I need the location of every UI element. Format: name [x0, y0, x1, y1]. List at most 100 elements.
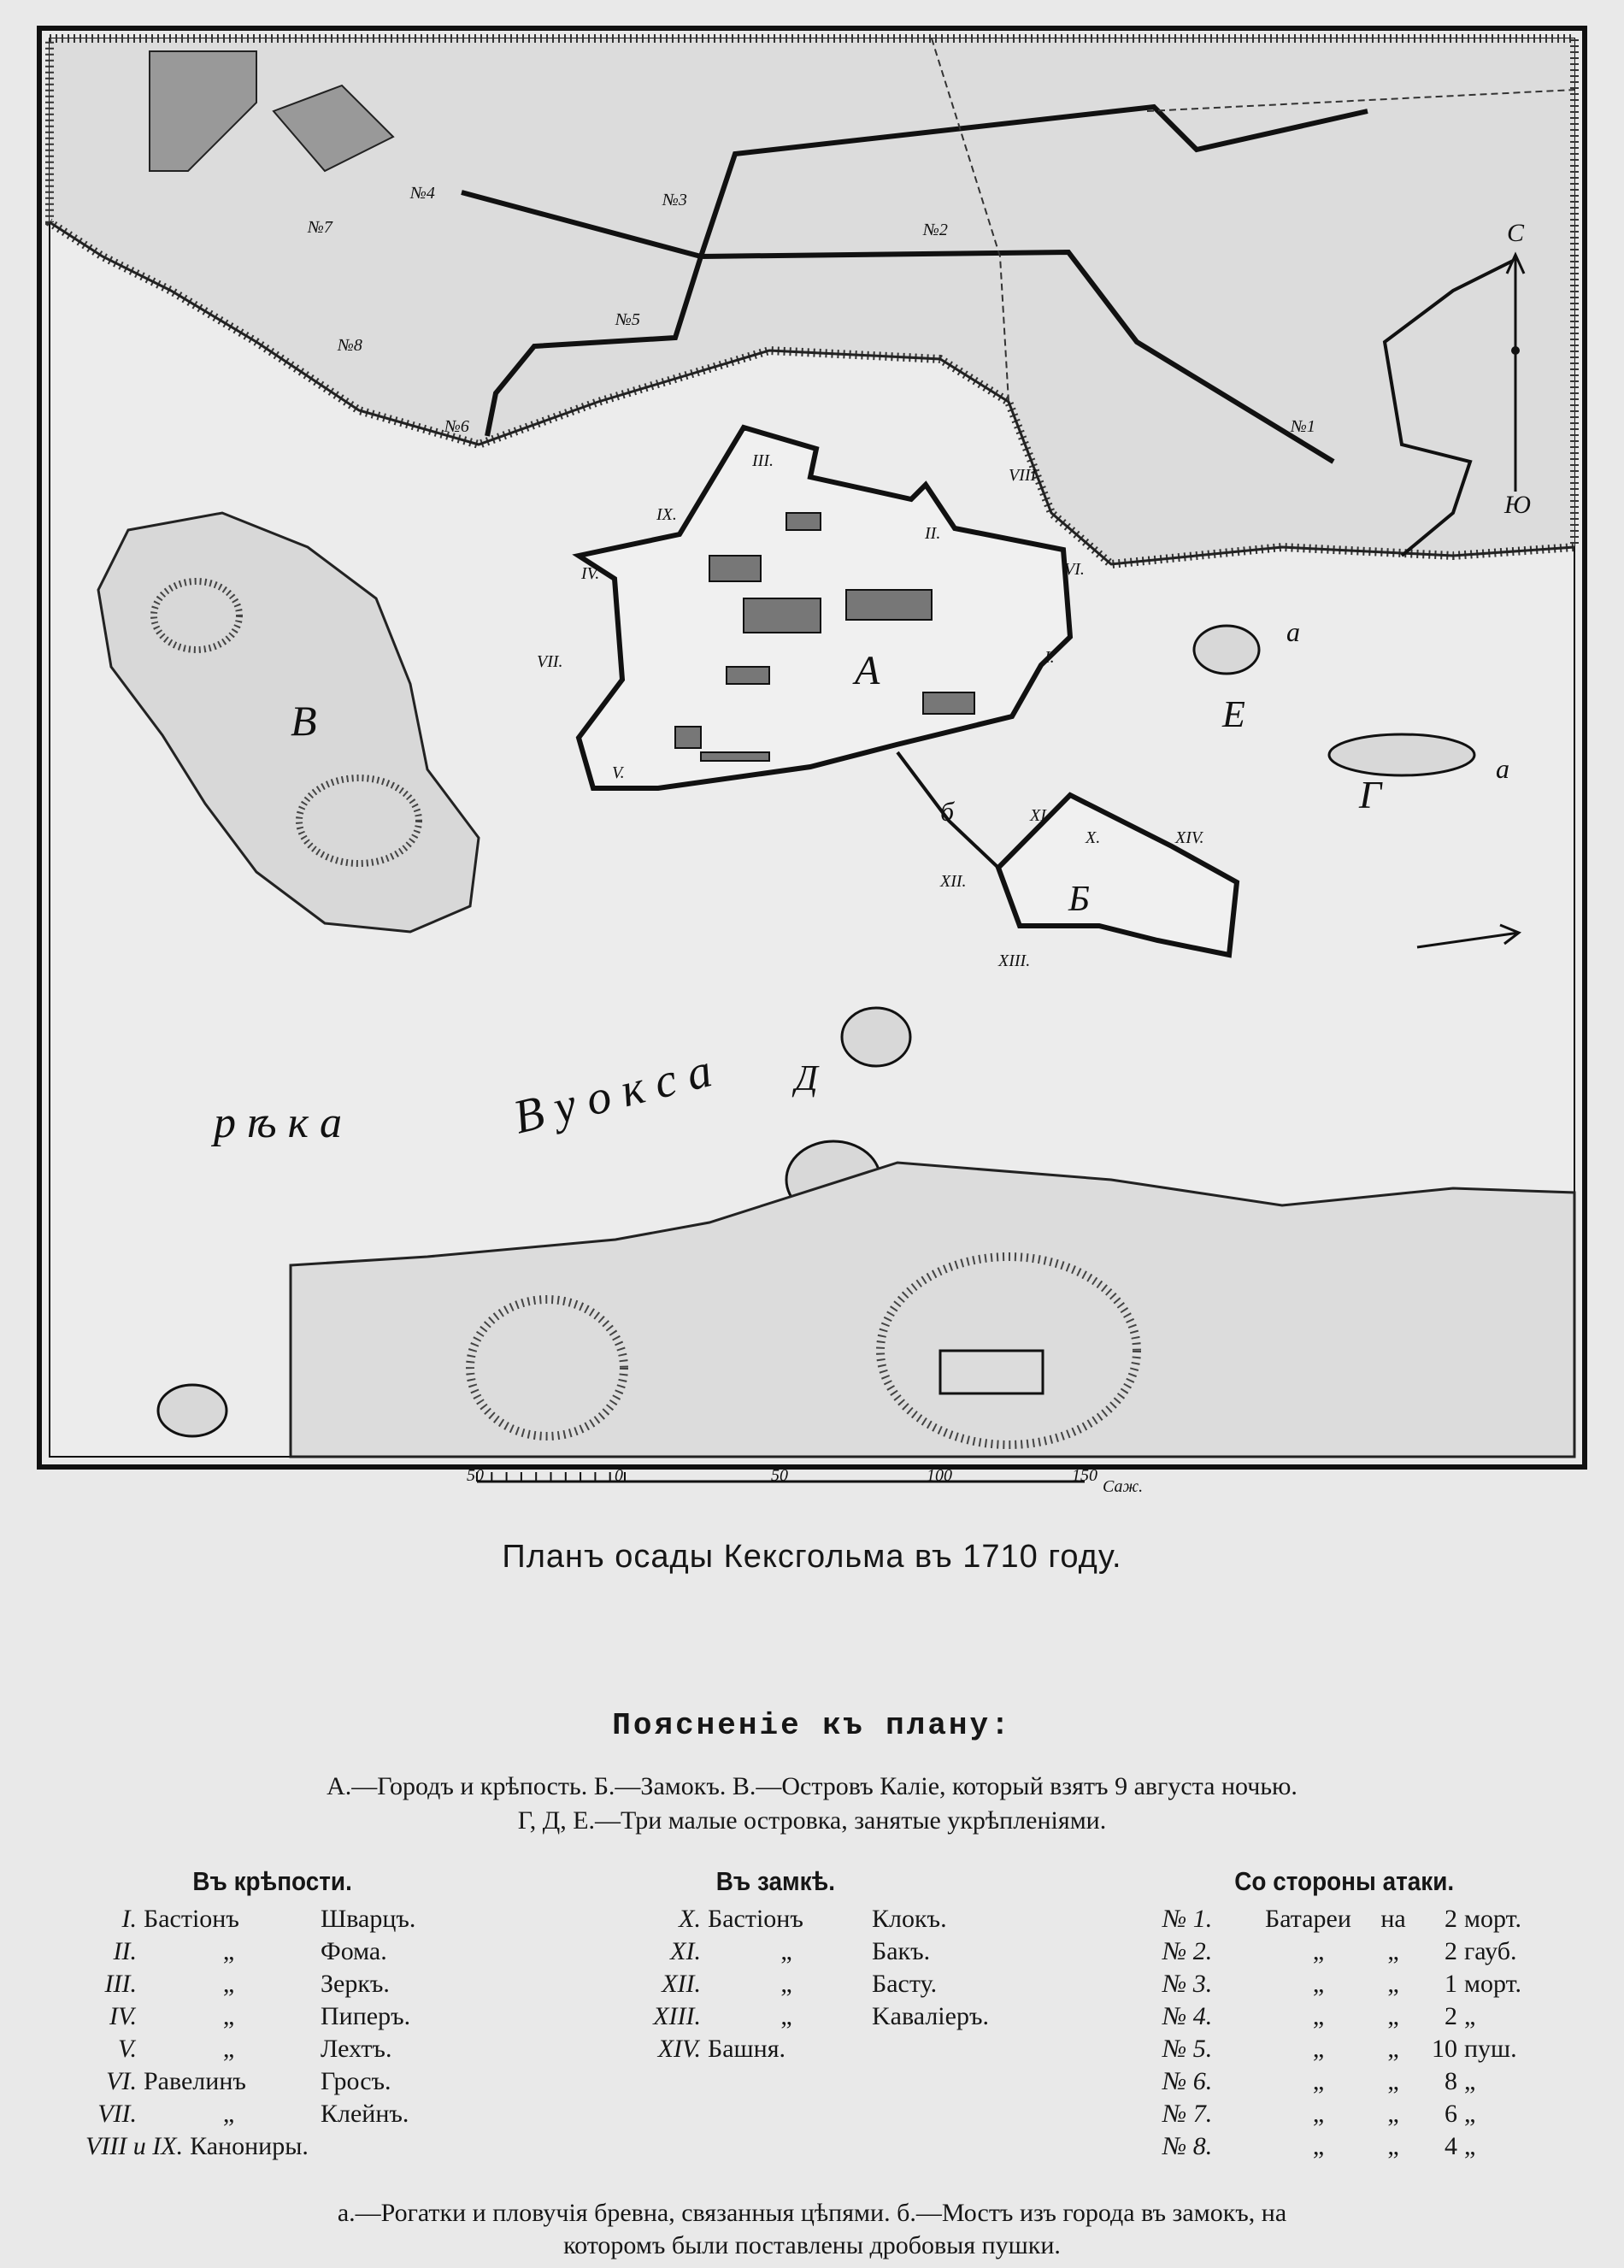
bastion-label: XI. [1029, 806, 1050, 825]
attack-heading: Со стороны атаки. [1234, 1866, 1455, 1896]
castle-name: Басту. [872, 1970, 938, 1998]
bastion-number: II. [113, 1937, 137, 1965]
legend-row: XI. „ Бакъ. [581, 1937, 989, 1970]
gun-count: 10 [1432, 2035, 1457, 2063]
label-a: а [1286, 616, 1300, 647]
label-islet-g: Г [1358, 773, 1383, 816]
legend-row: № 4.„„2„ [1162, 2002, 1521, 2035]
battery-desc: „ [1312, 1937, 1325, 1965]
bastion-number: I. [121, 1905, 138, 1933]
castle-number: XI. [670, 1937, 701, 1965]
compass-north: С [1507, 219, 1525, 247]
compass-south: Ю [1503, 491, 1531, 519]
legend-title: Поясненіе къ плану: [612, 1708, 1012, 1743]
siege-trench [461, 103, 1368, 464]
bastion-label: XIII. [997, 951, 1030, 970]
bastion-number: V. [118, 2035, 137, 2063]
battery-label: №7 [307, 218, 333, 237]
gun-type: морт. [1464, 1905, 1521, 1933]
battery-label: №8 [337, 336, 362, 355]
gun-type: гауб. [1464, 1937, 1517, 1965]
castle-number: XIII. [653, 2002, 701, 2030]
battery-label: №3 [662, 191, 687, 209]
north-arrow-icon [1505, 251, 1526, 274]
label-town: А [852, 648, 880, 693]
legend-row: VI.Равелинъ Гросъ. [26, 2067, 415, 2100]
river-label-1: р ѣ к а [210, 1099, 342, 1147]
castle-type: Бастіонъ [708, 1905, 803, 1933]
bastion-type: Бастіонъ [144, 1905, 239, 1933]
compass-center [1511, 346, 1520, 355]
bastion-type: Равелинъ [144, 2067, 246, 2095]
bastion-name: Лехтъ. [321, 2035, 392, 2063]
town-blocks [149, 50, 395, 173]
label-castle: Б [1068, 880, 1090, 919]
bastion-label: V. [612, 763, 625, 782]
gun-count: 2 [1445, 2002, 1457, 2030]
scale-label: 50 [467, 1466, 484, 1485]
castle-number: XIV. [657, 2035, 701, 2063]
castle-type: „ [780, 1937, 792, 1965]
battery-number: № 5. [1162, 2035, 1213, 2063]
bastion-name: Зеркъ. [321, 1970, 390, 1998]
map-caption: Планъ осады Кексгольма въ 1710 году. [502, 1539, 1122, 1575]
bastion-label: I. [1044, 648, 1055, 667]
bastion-label: VI. [1064, 560, 1085, 579]
gun-type: морт. [1464, 1970, 1521, 1998]
bastion-type: „ [222, 2035, 235, 2063]
legend-row: VII.„Клейнъ. [26, 2100, 415, 2132]
gun-count: 1 [1445, 1970, 1457, 1998]
legend-row: III.„Зеркъ. [26, 1970, 415, 2002]
battery-number: № 6. [1162, 2067, 1213, 2095]
siege-map: А Б В Г Д Е а а б р ѣ к а В у о к с а №1… [37, 26, 1587, 1496]
castle-name: Бакъ. [872, 1937, 931, 1965]
south-shore [289, 1161, 1576, 1458]
bastion-number: IV. [109, 2002, 137, 2030]
legend-row: IV.„Пиперъ. [26, 2002, 415, 2035]
battery-prep: „ [1387, 2132, 1399, 2160]
legend-row: XIII.„Kаваліеръ. [581, 2002, 989, 2035]
bastion-label: XIV. [1174, 828, 1204, 847]
legend-line-1: А.—Городъ и крѣпость. Б.—Замокъ. В.—Остр… [327, 1772, 1297, 1800]
south-redoubt [939, 1349, 1044, 1395]
battery-number: № 1. [1162, 1905, 1213, 1933]
bastion-name: Гросъ. [321, 2067, 391, 2095]
scale-label: 50 [771, 1466, 788, 1485]
battery-label: №1 [1290, 417, 1315, 436]
label-bridge: б [940, 796, 955, 827]
gun-type: „ [1464, 2100, 1476, 2128]
bastion-type: Канониры. [190, 2132, 309, 2160]
bastion-label: III. [751, 451, 774, 470]
battery-number: № 4. [1162, 2002, 1213, 2030]
castle-name: Kаваліеръ. [872, 2002, 989, 2030]
islet-d [840, 1006, 912, 1068]
bastion-label: X. [1085, 828, 1100, 847]
islet [156, 1383, 228, 1438]
battery-label: №5 [615, 310, 640, 329]
bastion-number: VI. [106, 2067, 137, 2095]
bastion-name: Шварцъ. [321, 1905, 416, 1933]
battery-prep: „ [1387, 2002, 1399, 2030]
islet-e [1192, 624, 1261, 675]
bastion-number: III. [104, 1970, 137, 1998]
bastion-type: „ [222, 1937, 235, 1965]
label-a: а [1496, 753, 1509, 784]
current-arrow-icon [1416, 923, 1521, 949]
legend-row: I.Бастіонъ Шварцъ. [26, 1905, 416, 1937]
battery-prep: „ [1387, 1937, 1399, 1965]
road [931, 38, 1575, 403]
battery-label: №6 [444, 417, 469, 436]
bastion-type: „ [222, 2100, 235, 2128]
label-islet-d: Д [791, 1059, 820, 1099]
battery-desc: „ [1312, 2100, 1325, 2128]
north-shore-edge [49, 221, 1575, 566]
battery-desc: Батареи [1265, 1905, 1351, 1933]
bastion-labels: I.II.III.IV.V.VI.VII.VIIIIX.X.XI.XII.XII… [537, 451, 1204, 970]
